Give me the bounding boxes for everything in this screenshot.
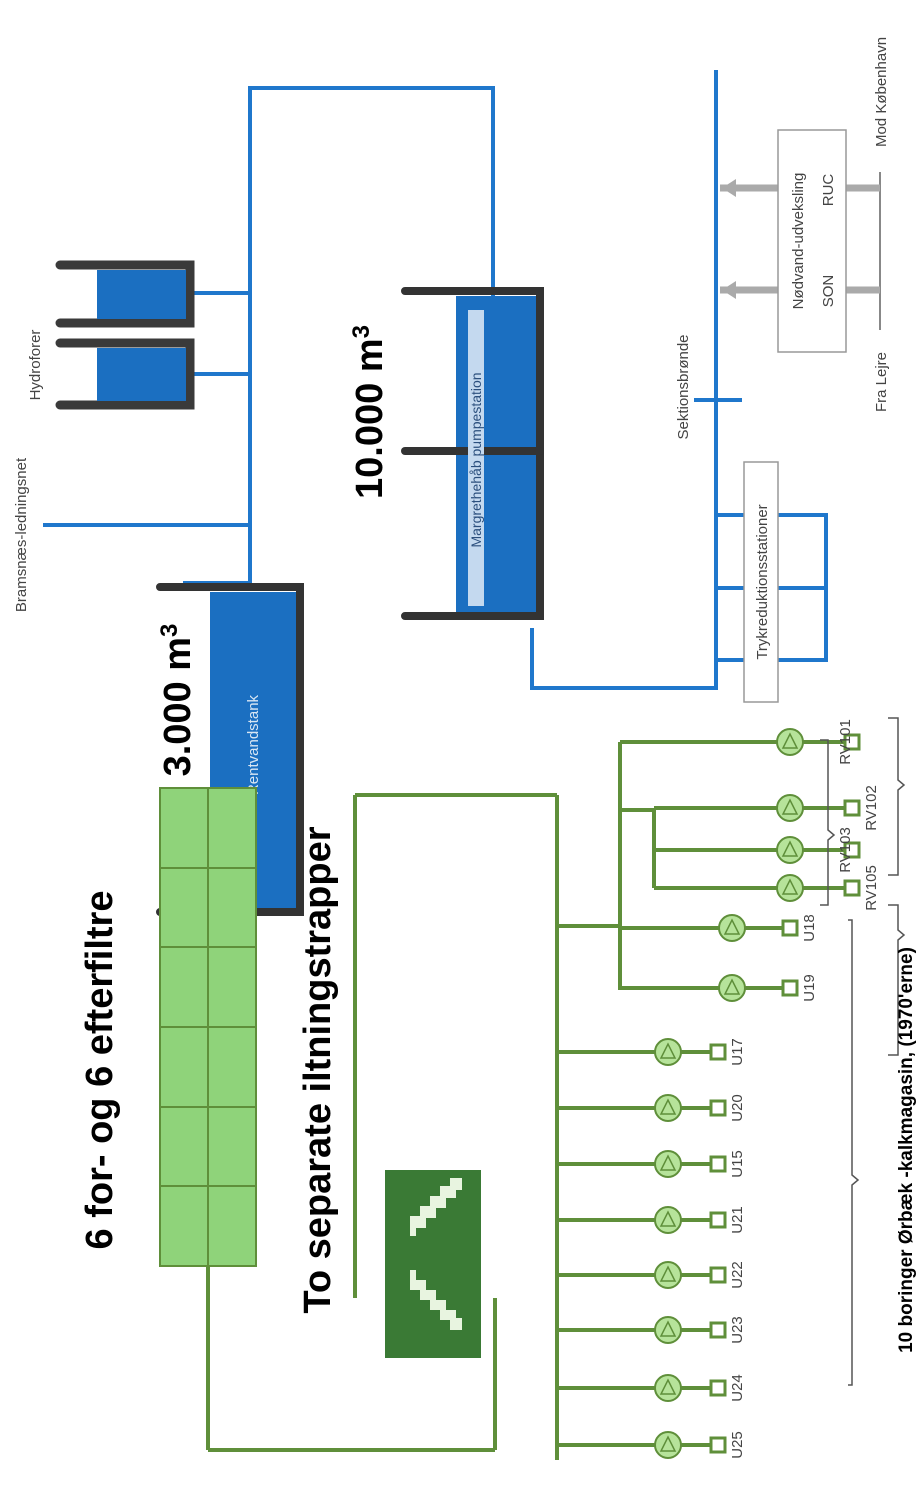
well-label: RV103 — [837, 827, 854, 873]
pump-station-label: Margrethehåb pumpestation — [468, 372, 484, 547]
aeration-block — [385, 1170, 481, 1358]
well-head-icon — [709, 1043, 727, 1061]
emergency-water-exchange: Nødvand-udveksling SON RUC Fra Lejre Mod… — [720, 37, 890, 412]
well-head-icon — [709, 1211, 727, 1229]
well-branches — [557, 740, 852, 1447]
tank1-volume: 3.000 m3 — [156, 624, 200, 777]
pump-triangle-icon — [781, 798, 799, 815]
son-label: SON — [820, 275, 837, 308]
well-head-icon — [781, 919, 799, 937]
well-head-icon — [843, 799, 861, 817]
well-icons — [654, 728, 861, 1459]
emergency-exchange-label: Nødvand-udveksling — [790, 173, 807, 310]
clean-water-tank-label: Rentvandstank — [245, 694, 262, 795]
wells-caption: 10 boringer Ørbæk -kalkmagasin, (1970'er… — [896, 947, 917, 1353]
well-head-icon — [709, 1099, 727, 1117]
pump-triangle-icon — [659, 1378, 677, 1395]
filter-block — [159, 787, 257, 1267]
well-label: U24 — [729, 1374, 746, 1402]
pump-triangle-icon — [659, 1154, 677, 1171]
pump-triangle-icon — [659, 1042, 677, 1059]
pump-triangle-icon — [723, 918, 741, 935]
section-well-label: Sektionsbrønde — [675, 334, 692, 439]
hydrophor-tank-1 — [55, 338, 195, 410]
well-label: U15 — [729, 1150, 746, 1178]
pump-triangle-icon — [659, 1320, 677, 1337]
bramsnaes-label: Bramsnæs-ledningsnet — [13, 457, 30, 612]
to-copenhagen-label: Mod København — [873, 37, 890, 147]
tank2-volume: 10.000 m3 — [348, 325, 392, 499]
well-head-icon — [843, 733, 861, 751]
well-head-icon — [709, 1436, 727, 1454]
pump-triangle-icon — [659, 1210, 677, 1227]
well-head-icon — [709, 1266, 727, 1284]
ruc-label: RUC — [820, 174, 837, 207]
well-label: RV105 — [863, 865, 880, 911]
pump-triangle-icon — [781, 732, 799, 749]
well-head-icon — [843, 841, 861, 859]
pressure-reduction-label: Trykreduktionsstationer — [754, 504, 771, 659]
well-label: RV101 — [837, 719, 854, 765]
well-label: U23 — [729, 1316, 746, 1344]
pump-triangle-icon — [659, 1098, 677, 1115]
braces — [820, 717, 906, 1386]
well-head-icon — [709, 1155, 727, 1173]
well-label: U25 — [729, 1431, 746, 1459]
well-label: U19 — [801, 974, 818, 1002]
well-label: U18 — [801, 914, 818, 942]
pump-triangle-icon — [781, 840, 799, 857]
from-lejre-label: Fra Lejre — [873, 352, 890, 412]
well-label: U17 — [729, 1038, 746, 1066]
hydrophor-tank-2 — [55, 260, 195, 328]
well-label: U20 — [729, 1094, 746, 1122]
filters-heading: 6 for- og 6 efterfiltre — [79, 891, 121, 1250]
well-head-icon — [781, 979, 799, 997]
well-labels: U25 U24 U23 U22 U21 U15 U20 U17 U19 U18 RV105 RV103… — [729, 719, 880, 1459]
pump-station-tank: Margrethehåb pumpestation — [401, 287, 544, 620]
well-label: U22 — [729, 1261, 746, 1289]
pump-triangle-icon — [659, 1435, 677, 1452]
pressure-reduction-box: Trykreduktionsstationer — [743, 461, 779, 703]
well-head-icon — [709, 1321, 727, 1339]
well-label: RV102 — [863, 785, 880, 831]
pump-triangle-icon — [659, 1265, 677, 1282]
well-head-icon — [843, 879, 861, 897]
aeration-heading: To separate iltningstrapper — [297, 826, 339, 1313]
well-head-icon — [709, 1379, 727, 1397]
pump-triangle-icon — [723, 978, 741, 995]
well-label: U21 — [729, 1206, 746, 1234]
hydrophor-label: Hydroforer — [27, 330, 44, 401]
pump-triangle-icon — [781, 878, 799, 895]
